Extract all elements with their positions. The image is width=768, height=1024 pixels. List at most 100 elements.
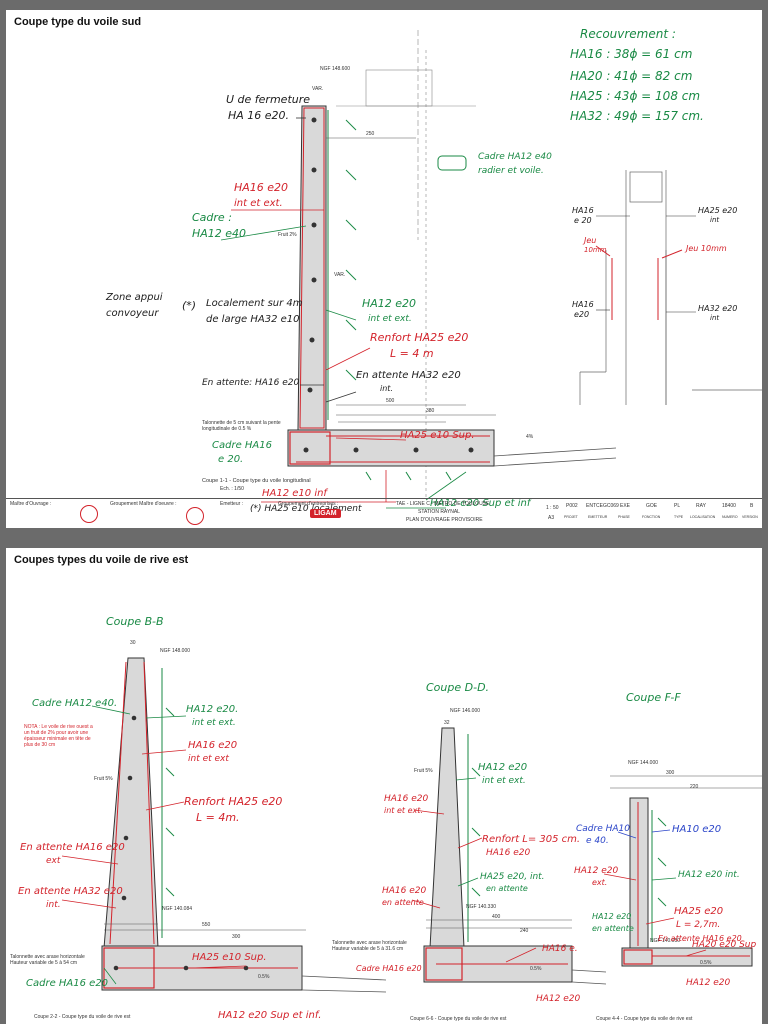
note-en-attente: En attente: HA16 e20: [202, 378, 300, 388]
detail-drawing: [579, 170, 762, 405]
detail-jeu-c: Jeu 10mm: [686, 244, 727, 253]
dd-cadre: Cadre HA16 e20: [356, 964, 422, 973]
voile-rive-est-drawing: [61, 657, 762, 993]
bb-ha12-sup-inf: HA12 e20 Sup et inf.: [218, 1010, 322, 1021]
ff-ha25-l: L = 2,7m.: [676, 920, 721, 930]
bb-renfort-l: L = 4m.: [196, 811, 240, 824]
cart-code-3: GOE: [646, 503, 658, 509]
bb-marks: [161, 668, 175, 938]
note-ha12-e10-inf: HA12 e10 inf: [262, 488, 327, 499]
recouvrement-line-2: HA20 : 41ϕ = 82 cm: [570, 69, 693, 83]
recouvrement-title: Recouvrement :: [580, 27, 676, 41]
note-cadre-ha16-a: Cadre HA16: [212, 440, 272, 451]
wall-rebar: [303, 117, 474, 453]
dd-ngf: NGF 146.000: [450, 708, 481, 714]
bb-dim-300: 300: [232, 934, 241, 940]
dd-dim-240: 240: [520, 928, 529, 934]
cart-label-6: NUMERO: [722, 515, 738, 519]
note-u-fermeture-bar: HA 16 e20.: [228, 109, 290, 122]
note-renfort: Renfort HA25 e20: [370, 331, 469, 344]
sheet-voile-sud: Coupe type du voile sud: [6, 10, 762, 528]
cadre-bracket: [437, 155, 467, 171]
voile-sud-drawing: [220, 30, 762, 509]
bb-leaders: [61, 705, 247, 985]
cart-code-5: RAY: [696, 503, 706, 509]
bb-renfort: Renfort HA25 e20: [184, 795, 283, 808]
detail-intb: int: [710, 314, 720, 322]
bb-dims: [104, 923, 306, 931]
recouvrement-line-1: HA16 : 38ϕ = 61 cm: [570, 47, 693, 61]
note-zone-appui-b: convoyeur: [106, 308, 159, 319]
ff-cadre: Cadre HA10: [576, 824, 630, 834]
cart-code-1: ENTCEGC069: [586, 503, 619, 509]
bb-dim-30: 30: [130, 640, 136, 646]
bb-ha25-sup: HA25 e10 Sup.: [192, 952, 267, 963]
bb-attente-ha32-b: int.: [46, 900, 61, 910]
detail-red-bars: [595, 245, 683, 320]
ff-dim-300: 300: [666, 770, 675, 776]
dd-ha16-b: int et ext.: [384, 806, 423, 815]
caption-66: Coupe 6-6 - Coupe type du voile de rive …: [410, 1016, 507, 1022]
cart-groupement: Groupement Maître d'oeuvre :: [110, 501, 177, 507]
cart-emetteur: Emetteur :: [220, 501, 244, 507]
dd-ha16-att-b: en attente: [382, 898, 424, 907]
bb-attente-ha32: En attente HA32 e20: [18, 886, 123, 897]
base-slab: [287, 421, 617, 467]
upper-structure: [336, 30, 476, 498]
slope-label: 4%: [526, 434, 534, 440]
recouvrement-line-4: HA32 : 49ϕ = 157 cm.: [570, 109, 704, 123]
bb-rebar: [113, 715, 249, 971]
ff-ha12-b: ext.: [592, 878, 608, 887]
ff-pente: 0.5%: [700, 960, 712, 966]
cart-code-7: B: [750, 503, 754, 509]
bb-cadre-ha12: Cadre HA12 e40.: [32, 698, 118, 709]
cart-station: STATION RAYNAL: [418, 509, 460, 515]
detail-leaders: [596, 215, 696, 313]
green-marks: [327, 110, 452, 481]
cart-scale: 1 : 50: [546, 505, 559, 511]
detail-e20b: e20: [574, 310, 590, 319]
sheet-title: Coupe type du voile sud: [14, 16, 142, 28]
dim-380: 380: [426, 408, 435, 414]
ff-attente: En attente HA16 e20: [658, 934, 742, 943]
dim-500: 500: [386, 398, 395, 404]
note-localement-a: Localement sur 4m: [206, 298, 303, 309]
bb-fruit: Fruit 5%: [94, 776, 113, 782]
note-zone-appui-a: Zone appui: [106, 292, 163, 303]
dd-dim-400: 400: [492, 914, 501, 920]
bb-ha12-intext: HA12 e20.: [186, 704, 239, 715]
note-ha16-intext: HA16 e20: [234, 181, 289, 194]
ligam-logo: LIGAM: [310, 509, 341, 518]
caption: Coupe 1-1 - Coupe type du voile longitud…: [202, 478, 311, 484]
client-logo: [80, 505, 98, 523]
detail-int: int: [710, 216, 720, 224]
note-ha16-intext-2: int et ext.: [234, 198, 283, 209]
cart-label-4: TYPE: [674, 515, 684, 519]
caption-44: Coupe 4-4 - Coupe type du voile de rive …: [596, 1016, 693, 1022]
dd-talonnette: Talonnette avec arase horizontale Hauteu…: [332, 940, 407, 952]
ff-cadre-b: e 40.: [586, 836, 609, 846]
bb-attente-ha16-b: ext: [46, 856, 61, 866]
detail-ha16b: HA16: [572, 300, 594, 309]
ff-ha25: HA25 e20: [674, 906, 724, 917]
dd-fruit: Fruit 5%: [414, 768, 433, 774]
ff-ha20-sup: HA20 e20 Sup: [692, 940, 757, 950]
talonnette-label: Talonnette de 5 cm suivant la pente long…: [202, 420, 281, 432]
coupe-ff-title: Coupe F-F: [626, 691, 681, 704]
caption-scale: Ech. : 1/50: [220, 486, 244, 492]
note-en-attente-2-b: int.: [380, 384, 393, 393]
bb-ha16-intext: HA16 e20: [188, 740, 238, 751]
dd-wall: [423, 727, 607, 985]
detail-ha25: HA25 e20: [698, 206, 738, 215]
cart-label-5: LOCALISATION: [690, 515, 716, 519]
detail-jeu-a: Jeu: [584, 236, 597, 245]
bb-ha12-intext-b: int et ext.: [192, 718, 236, 728]
bb-attente-ha16: En attente HA16 e20: [20, 842, 125, 853]
bb-ngf-low: NGF 140.084: [162, 906, 193, 912]
dd-ha25-b: en attente: [486, 884, 528, 893]
note-cadre-radier: Cadre HA12 e40: [478, 152, 552, 162]
dd-renfort-b: HA16 e20: [486, 848, 531, 858]
dd-ha16-e: HA16 e.: [542, 944, 578, 954]
ff-ha12c-b: en attente: [592, 924, 634, 933]
note-cadre-a: Cadre :: [192, 211, 232, 224]
